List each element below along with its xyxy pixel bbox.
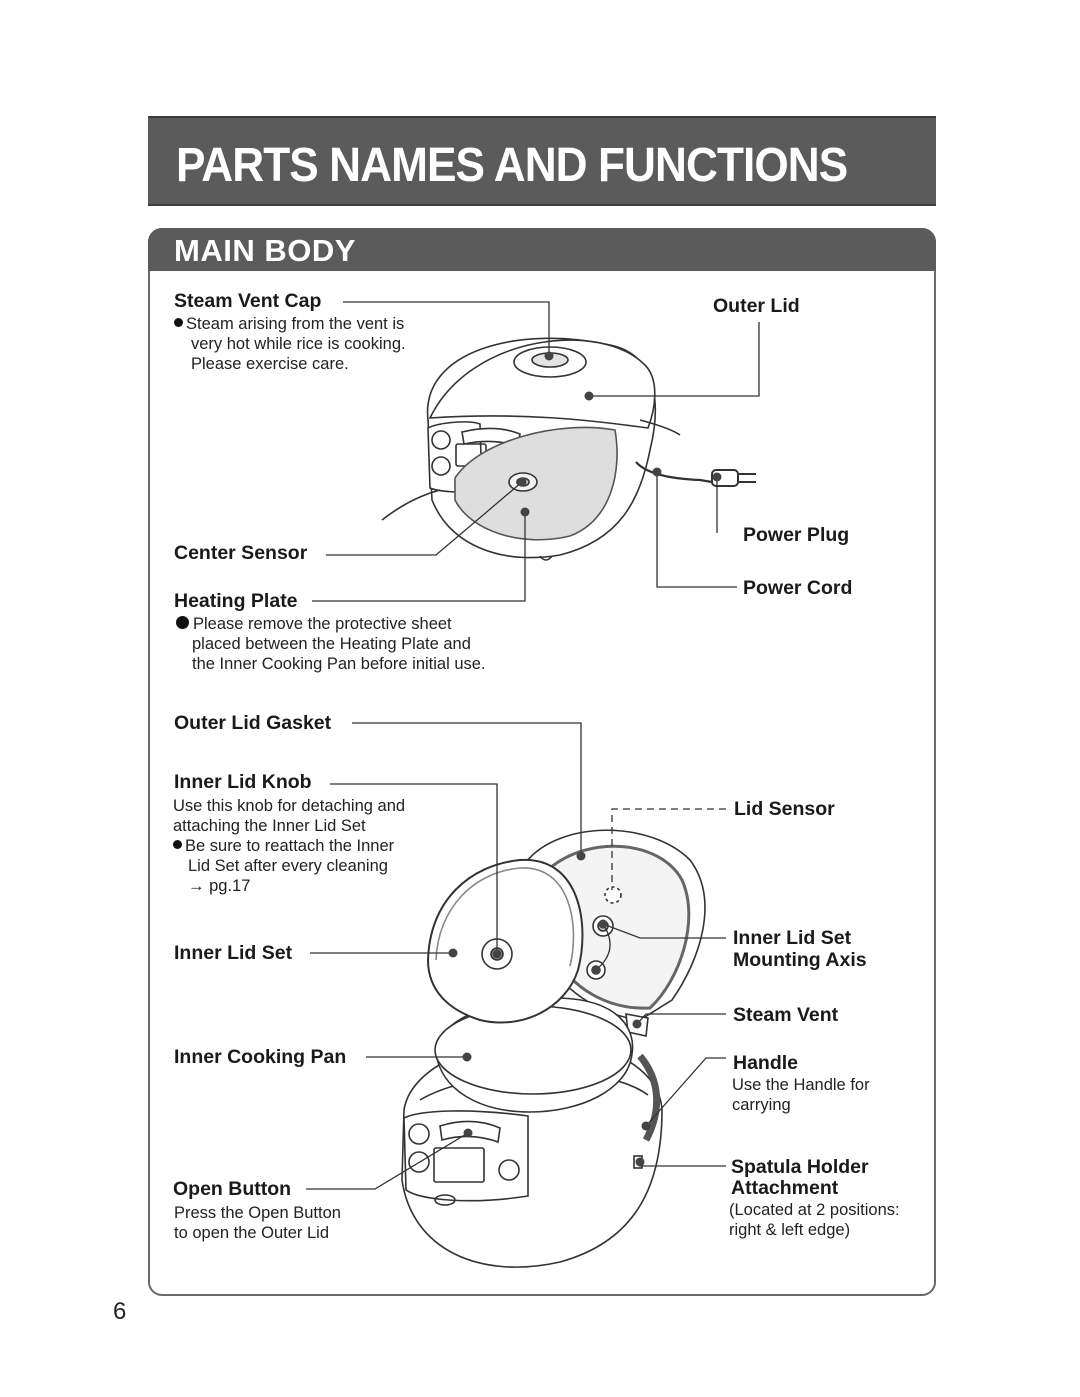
label-inner-cooking-pan: Inner Cooking Pan [174,1046,347,1068]
note-line: the Inner Cooking Pan before initial use… [192,655,486,673]
label-open-button: Open Button [173,1178,292,1200]
section-tab [148,228,936,271]
label-handle: Handle [733,1052,799,1074]
label-inner-lid-knob: Inner Lid Knob [174,771,312,793]
label-spatula-holder-2: Attachment [731,1177,839,1199]
label-heating-plate: Heating Plate [174,590,298,612]
power-cord-shape [635,461,713,484]
handle-shape [637,1053,661,1142]
note-heating-plate: Please remove the protective sheet place… [176,614,522,674]
note-line: to open the Outer Lid [174,1224,330,1242]
note-line: Please exercise care. [191,355,349,373]
note-handle: Use the Handle for carrying [732,1075,870,1115]
note-spatula-holder: (Located at 2 positions: right & left ed… [729,1200,900,1240]
note-line: Steam arising from the vent is [186,315,405,333]
label-inner-lid-set-axis-1: Inner Lid Set [733,927,852,949]
label-steam-vent-cap: Steam Vent Cap [174,290,322,312]
note-line: placed between the Heating Plate and [192,635,471,653]
page-reference: pg.17 [209,877,251,895]
title-banner [148,116,936,206]
note-line: (Located at 2 positions: [729,1201,900,1219]
bullet-icon [173,840,182,849]
note-line: attaching the Inner Lid Set [173,817,366,835]
note-inner-lid-knob: Use this knob for detaching and attachin… [173,796,405,896]
label-lid-sensor: Lid Sensor [734,798,835,820]
note-open-button: Press the Open Button to open the Outer … [174,1203,341,1243]
arrow-right-icon: → [188,877,210,895]
label-power-cord: Power Cord [743,577,853,599]
note-line: Press the Open Button [174,1204,341,1222]
outer-lid-shape [428,339,656,429]
bullet-icon [174,318,183,327]
note-line: Be sure to reattach the Inner [185,837,395,855]
label-inner-lid-set: Inner Lid Set [174,942,293,964]
note-line: Lid Set after every cleaning [188,857,388,875]
label-power-plug: Power Plug [743,524,850,546]
section-title: MAIN BODY [174,233,356,268]
note-line: right & left edge) [729,1221,851,1239]
note-line: Use the Handle for [732,1076,870,1094]
note-line: very hot while rice is cooking. [191,335,406,353]
note-steam-vent-cap: Steam arising from the vent is very hot … [174,314,406,374]
label-inner-lid-set-axis-2: Mounting Axis [733,949,867,971]
label-outer-lid: Outer Lid [713,295,800,317]
note-line: Please remove the protective sheet [193,615,452,633]
note-line: carrying [732,1096,791,1114]
label-outer-lid-gasket: Outer Lid Gasket [174,712,332,734]
label-center-sensor: Center Sensor [174,542,308,564]
page-number: 6 [113,1298,127,1325]
bullet-icon [176,616,189,629]
note-line: Use this knob for detaching and [173,797,406,815]
label-steam-vent: Steam Vent [733,1004,839,1026]
label-spatula-holder-1: Spatula Holder [731,1156,869,1178]
page-title: PARTS NAMES AND FUNCTIONS [176,139,848,192]
